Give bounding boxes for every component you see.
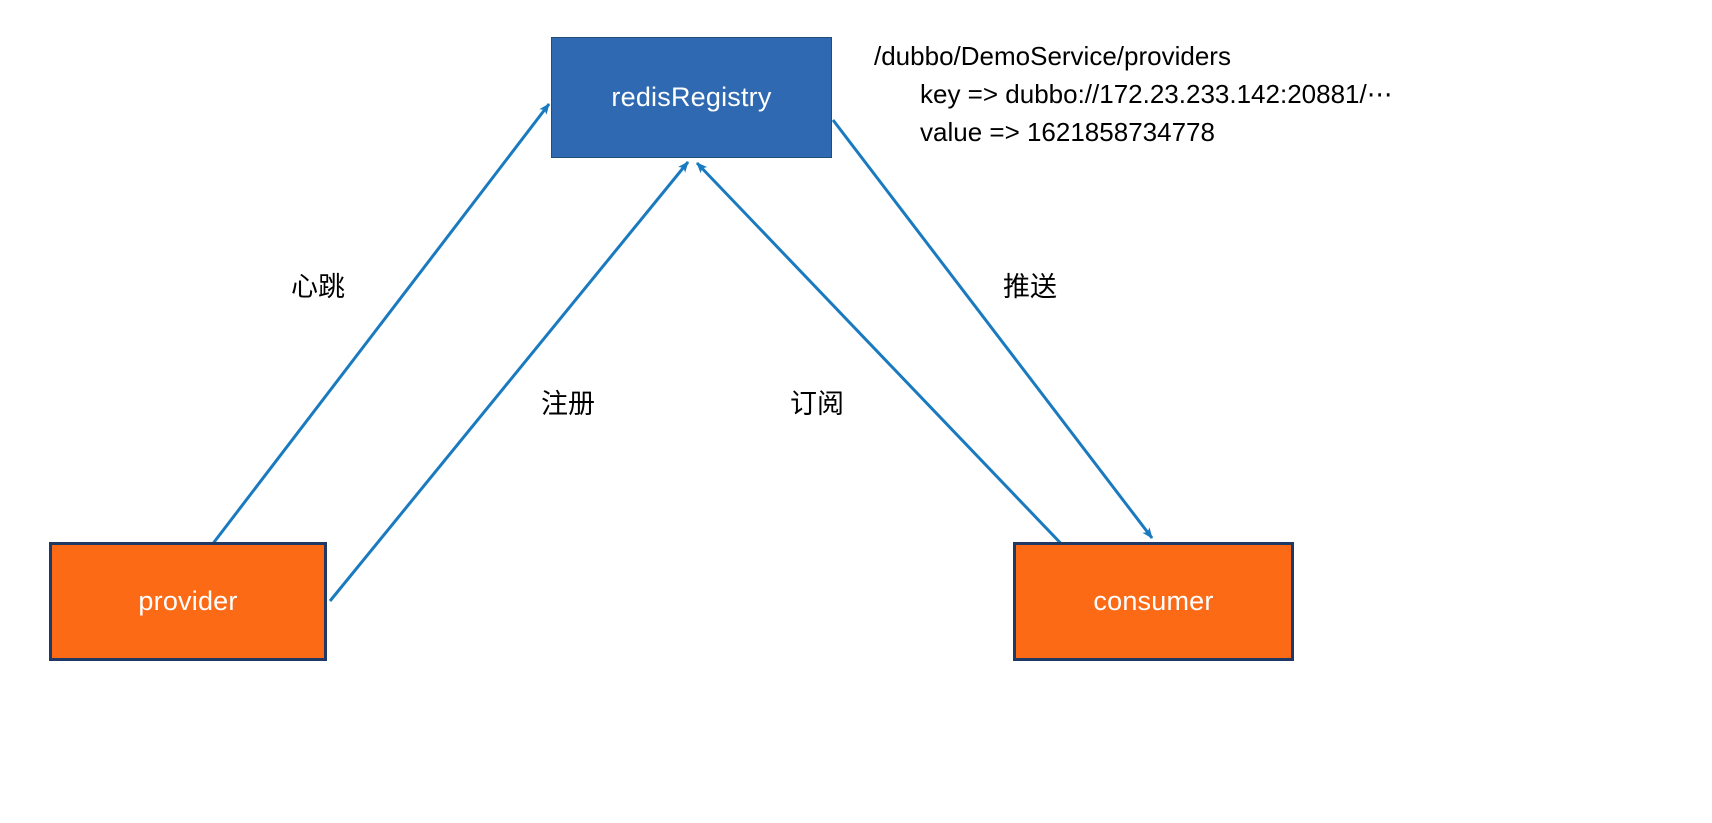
edge-subscribe xyxy=(695,161,1116,601)
annotation-path: /dubbo/DemoService/providers xyxy=(874,41,1231,71)
edge-register xyxy=(328,161,690,602)
registry-entry-annotation: /dubbo/DemoService/providers key => dubb… xyxy=(874,37,1393,151)
edge-label-register: 注册 xyxy=(541,389,595,419)
annotation-value: value => 1621858734778 xyxy=(920,117,1215,147)
edge-label-heartbeat: 心跳 xyxy=(291,272,345,302)
node-provider[interactable]: provider xyxy=(49,542,327,661)
edge-label-push: 推送 xyxy=(1003,272,1057,302)
node-provider-label: provider xyxy=(138,586,238,616)
edge-label-subscribe: 订阅 xyxy=(790,389,844,419)
edge-push xyxy=(831,119,1154,539)
node-redis-registry[interactable]: redisRegistry xyxy=(551,37,832,158)
edge-heartbeat xyxy=(190,103,551,572)
node-consumer[interactable]: consumer xyxy=(1013,542,1294,661)
node-consumer-label: consumer xyxy=(1093,586,1214,616)
annotation-key: key => dubbo://172.23.233.142:20881/⋯ xyxy=(920,79,1393,109)
node-redis-registry-label: redisRegistry xyxy=(611,82,772,112)
